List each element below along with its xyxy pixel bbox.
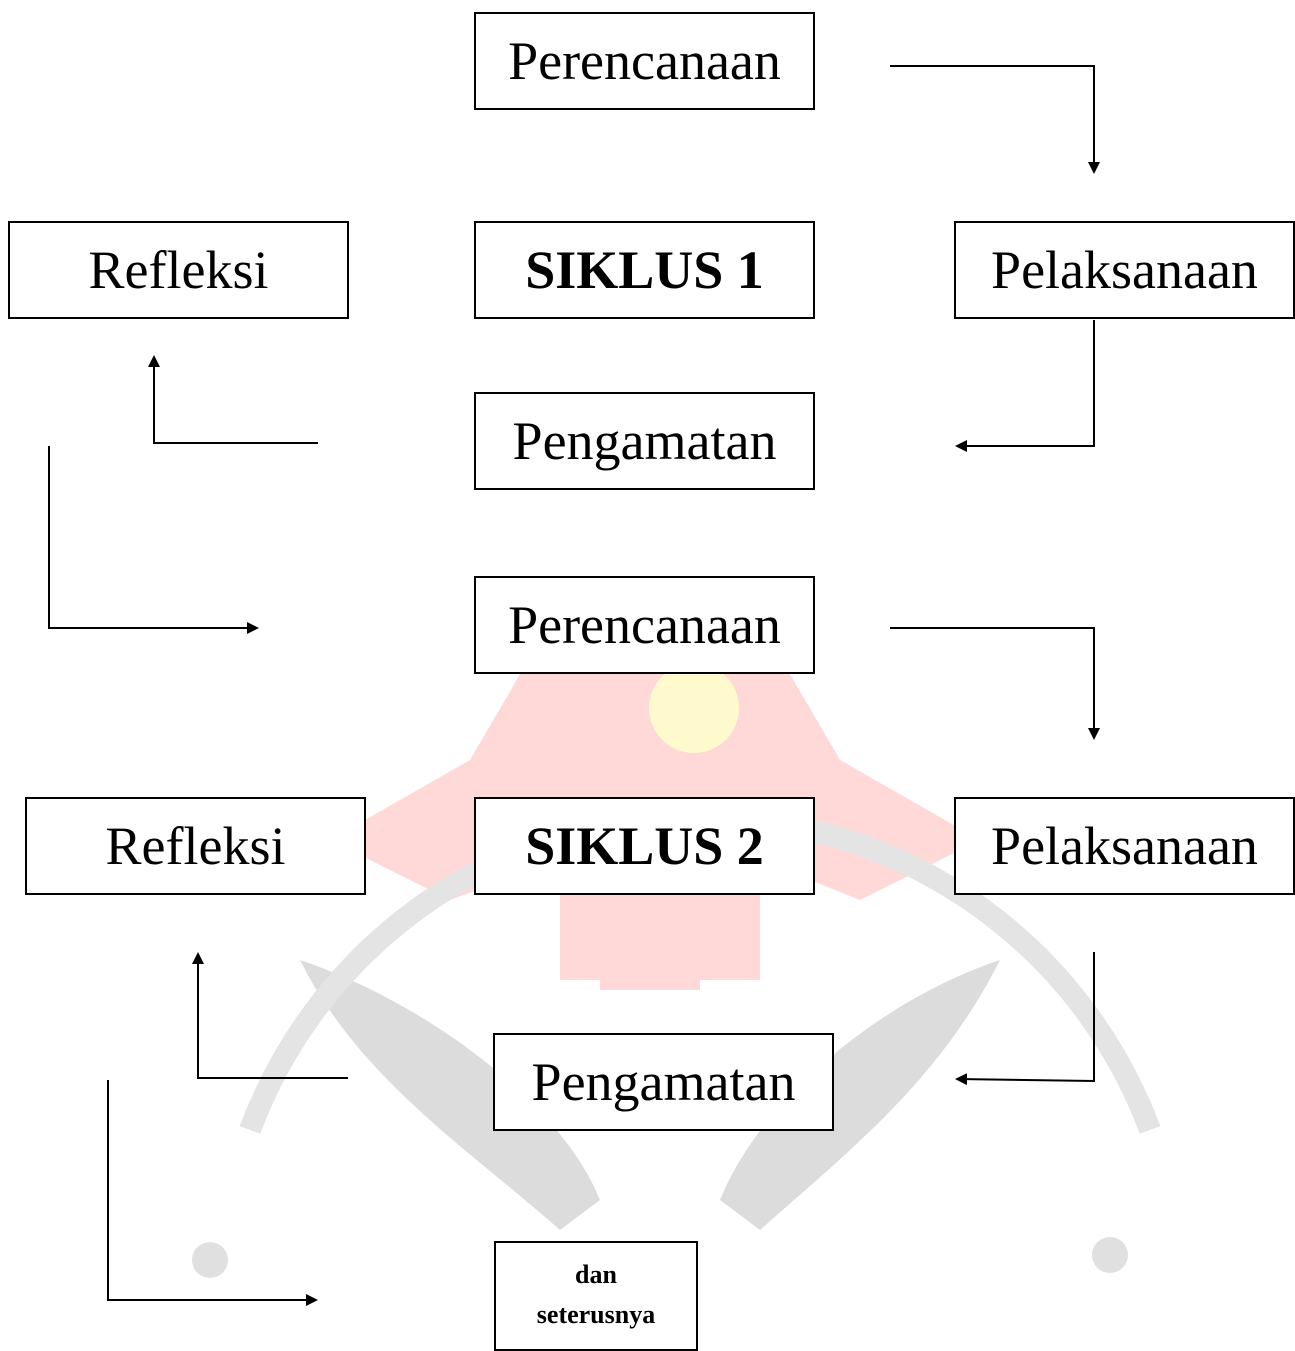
cycle1-observation-label: Pengamatan [512, 411, 777, 471]
cycle2-observation-label: Pengamatan [531, 1052, 796, 1112]
cycle1-title-label: SIKLUS 1 [525, 240, 764, 300]
cycle1-action-label: Pelaksanaan [991, 240, 1258, 300]
watermark-dot-left [192, 1242, 228, 1278]
arrow-reflection-to-continuation [107, 1080, 318, 1306]
watermark-red-stem [600, 880, 700, 990]
arrow-planning-to-action-2 [890, 627, 1100, 740]
cycle1-action-box: Pelaksanaan [954, 221, 1295, 319]
continuation-line1: dan [575, 1260, 617, 1289]
watermark-leaf-left [300, 960, 600, 1230]
arrow-reflection-to-planning-2 [48, 446, 259, 634]
cycle1-reflection-label: Refleksi [88, 240, 269, 300]
watermark-yellow-dot [649, 663, 739, 753]
cycle2-reflection-label: Refleksi [105, 816, 286, 876]
continuation-line2: seterusnya [536, 1300, 656, 1330]
cycle1-planning-label: Perencanaan [508, 31, 781, 91]
cycle2-reflection-box: Refleksi [25, 797, 366, 895]
cycle1-planning-box: Perencanaan [474, 12, 815, 110]
continuation-box: dan seterusnya [494, 1241, 698, 1351]
cycle2-planning-box: Perencanaan [474, 576, 815, 674]
cycle2-action-box: Pelaksanaan [954, 797, 1295, 895]
cycle2-action-label: Pelaksanaan [991, 816, 1258, 876]
cycle2-title-box: SIKLUS 2 [474, 797, 815, 895]
cycle1-observation-box: Pengamatan [474, 392, 815, 490]
arrow-observation-to-reflection-1 [148, 355, 318, 444]
cycle1-title-box: SIKLUS 1 [474, 221, 815, 319]
cycle2-title-label: SIKLUS 2 [525, 816, 764, 876]
cycle2-planning-label: Perencanaan [508, 595, 781, 655]
cycle1-reflection-box: Refleksi [8, 221, 349, 319]
arrow-planning-to-action-1 [890, 65, 1100, 174]
watermark-leaf-right [720, 960, 1000, 1230]
arrow-observation-to-reflection-2 [192, 952, 348, 1079]
cycle2-observation-box: Pengamatan [493, 1033, 834, 1131]
arrow-action-to-observation-1 [955, 320, 1095, 452]
watermark-dot-right [1092, 1237, 1128, 1273]
arrow-action-to-observation-2 [955, 952, 1095, 1086]
